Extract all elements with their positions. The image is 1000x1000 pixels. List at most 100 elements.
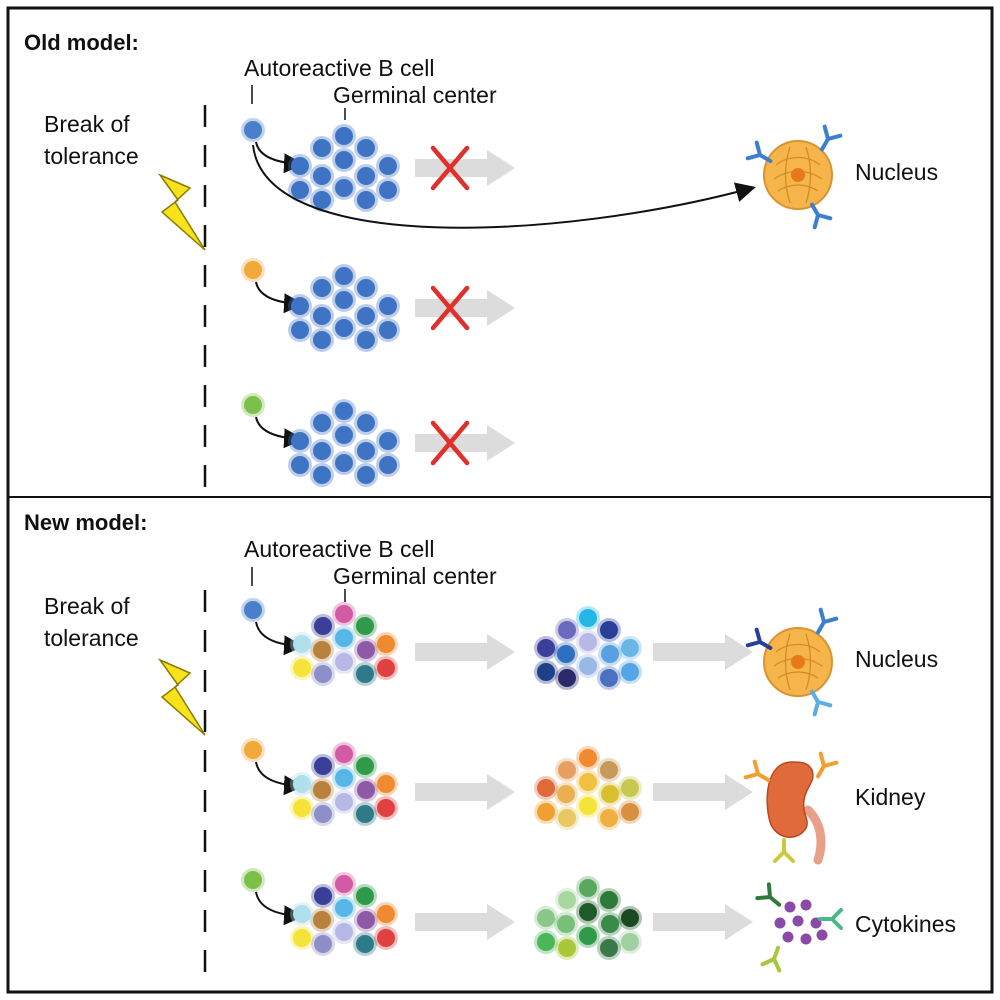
clone-cell — [554, 912, 578, 936]
new-gc-label: Germinal center — [333, 563, 497, 589]
old-direct-arrow — [252, 144, 756, 229]
clone-cell — [597, 888, 621, 912]
target-arrow — [653, 634, 753, 670]
gc-cell — [310, 164, 334, 188]
gc-cell — [332, 176, 356, 200]
gc-cell — [332, 316, 356, 340]
gc-cell — [354, 304, 378, 328]
gc-cell — [310, 778, 334, 802]
germinal-center — [290, 602, 398, 686]
output-arrow — [415, 425, 515, 461]
clone-cell — [576, 770, 600, 794]
clone-cell — [534, 930, 558, 954]
clone-cell — [576, 746, 600, 770]
old-row — [241, 258, 515, 352]
germinal-center — [288, 264, 400, 352]
cytokines-icon — [755, 882, 843, 973]
gc-cell — [376, 178, 400, 202]
gc-cell — [374, 772, 398, 796]
gc-cell — [290, 632, 314, 656]
clone-cell — [618, 660, 642, 684]
gc-cell — [376, 453, 400, 477]
gc-cell — [288, 429, 312, 453]
gc-cell — [376, 294, 400, 318]
clone-cell — [576, 794, 600, 818]
gc-cell — [353, 932, 377, 956]
selected-clones — [534, 746, 642, 830]
b-cell — [241, 738, 265, 762]
gc-cell — [310, 276, 334, 300]
gc-cell — [354, 638, 378, 662]
clone-cell — [534, 636, 558, 660]
gc-cell — [311, 884, 335, 908]
b-cell — [241, 598, 265, 622]
clone-cell — [555, 806, 579, 830]
gc-cell — [332, 602, 356, 626]
clone-cell — [555, 618, 579, 642]
new-target-label-2: Kidney — [855, 784, 926, 810]
output-arrow — [415, 774, 515, 810]
clone-cell — [576, 900, 600, 924]
gc-cell — [310, 304, 334, 328]
gc-cell — [288, 178, 312, 202]
gc-cell — [332, 896, 356, 920]
gc-cell — [311, 614, 335, 638]
old-target-label: Nucleus — [855, 159, 938, 185]
new-model-title: New model: — [24, 510, 147, 535]
selected-clones — [534, 606, 642, 690]
new-target-label-1: Nucleus — [855, 646, 938, 672]
gc-cell — [354, 908, 378, 932]
gc-cell — [374, 796, 398, 820]
outer-frame — [6, 6, 994, 994]
gc-cell — [311, 754, 335, 778]
gc-cell — [310, 908, 334, 932]
clone-cell — [576, 654, 600, 678]
block-x-icon — [430, 145, 470, 191]
new-trigger-line1: Break of — [44, 593, 130, 619]
clone-cell — [576, 924, 600, 948]
gc-cell — [310, 463, 334, 487]
b-cell — [241, 258, 265, 282]
clone-cell — [618, 776, 642, 800]
gc-cell — [332, 790, 356, 814]
new-row — [241, 738, 753, 830]
gc-cell — [353, 884, 377, 908]
gc-cell — [290, 772, 314, 796]
new-row — [241, 868, 753, 960]
gc-cell — [332, 423, 356, 447]
clone-cell — [597, 936, 621, 960]
gc-cell — [374, 656, 398, 680]
clone-cell — [618, 800, 642, 824]
selected-clones — [534, 876, 642, 960]
old-model-panel: Old model: Autoreactive B cell Germinal … — [24, 30, 938, 490]
clone-cell — [555, 666, 579, 690]
gc-cell — [288, 453, 312, 477]
clone-cell — [597, 806, 621, 830]
output-arrow — [415, 150, 515, 186]
gc-cell — [311, 802, 335, 826]
gc-cell — [332, 124, 356, 148]
gc-cell — [332, 399, 356, 423]
clone-cell — [598, 912, 622, 936]
gc-cell — [310, 439, 334, 463]
clone-cell — [618, 636, 642, 660]
gc-cell — [332, 288, 356, 312]
nucleus-icon — [745, 607, 839, 717]
gc-cell — [354, 463, 378, 487]
gc-cell — [374, 632, 398, 656]
clone-cell — [534, 906, 558, 930]
gc-cell — [288, 294, 312, 318]
gc-cell — [332, 148, 356, 172]
clone-cell — [597, 666, 621, 690]
block-x-icon — [430, 420, 470, 466]
clone-cell — [534, 660, 558, 684]
gc-cell — [290, 926, 314, 950]
gc-cell — [332, 872, 356, 896]
clone-cell — [554, 782, 578, 806]
clone-cell — [618, 930, 642, 954]
new-b-cell-label: Autoreactive B cell — [244, 536, 434, 562]
old-gc-label: Germinal center — [333, 82, 497, 108]
gc-cell — [332, 626, 356, 650]
gc-cell — [354, 439, 378, 463]
gc-cell — [311, 662, 335, 686]
